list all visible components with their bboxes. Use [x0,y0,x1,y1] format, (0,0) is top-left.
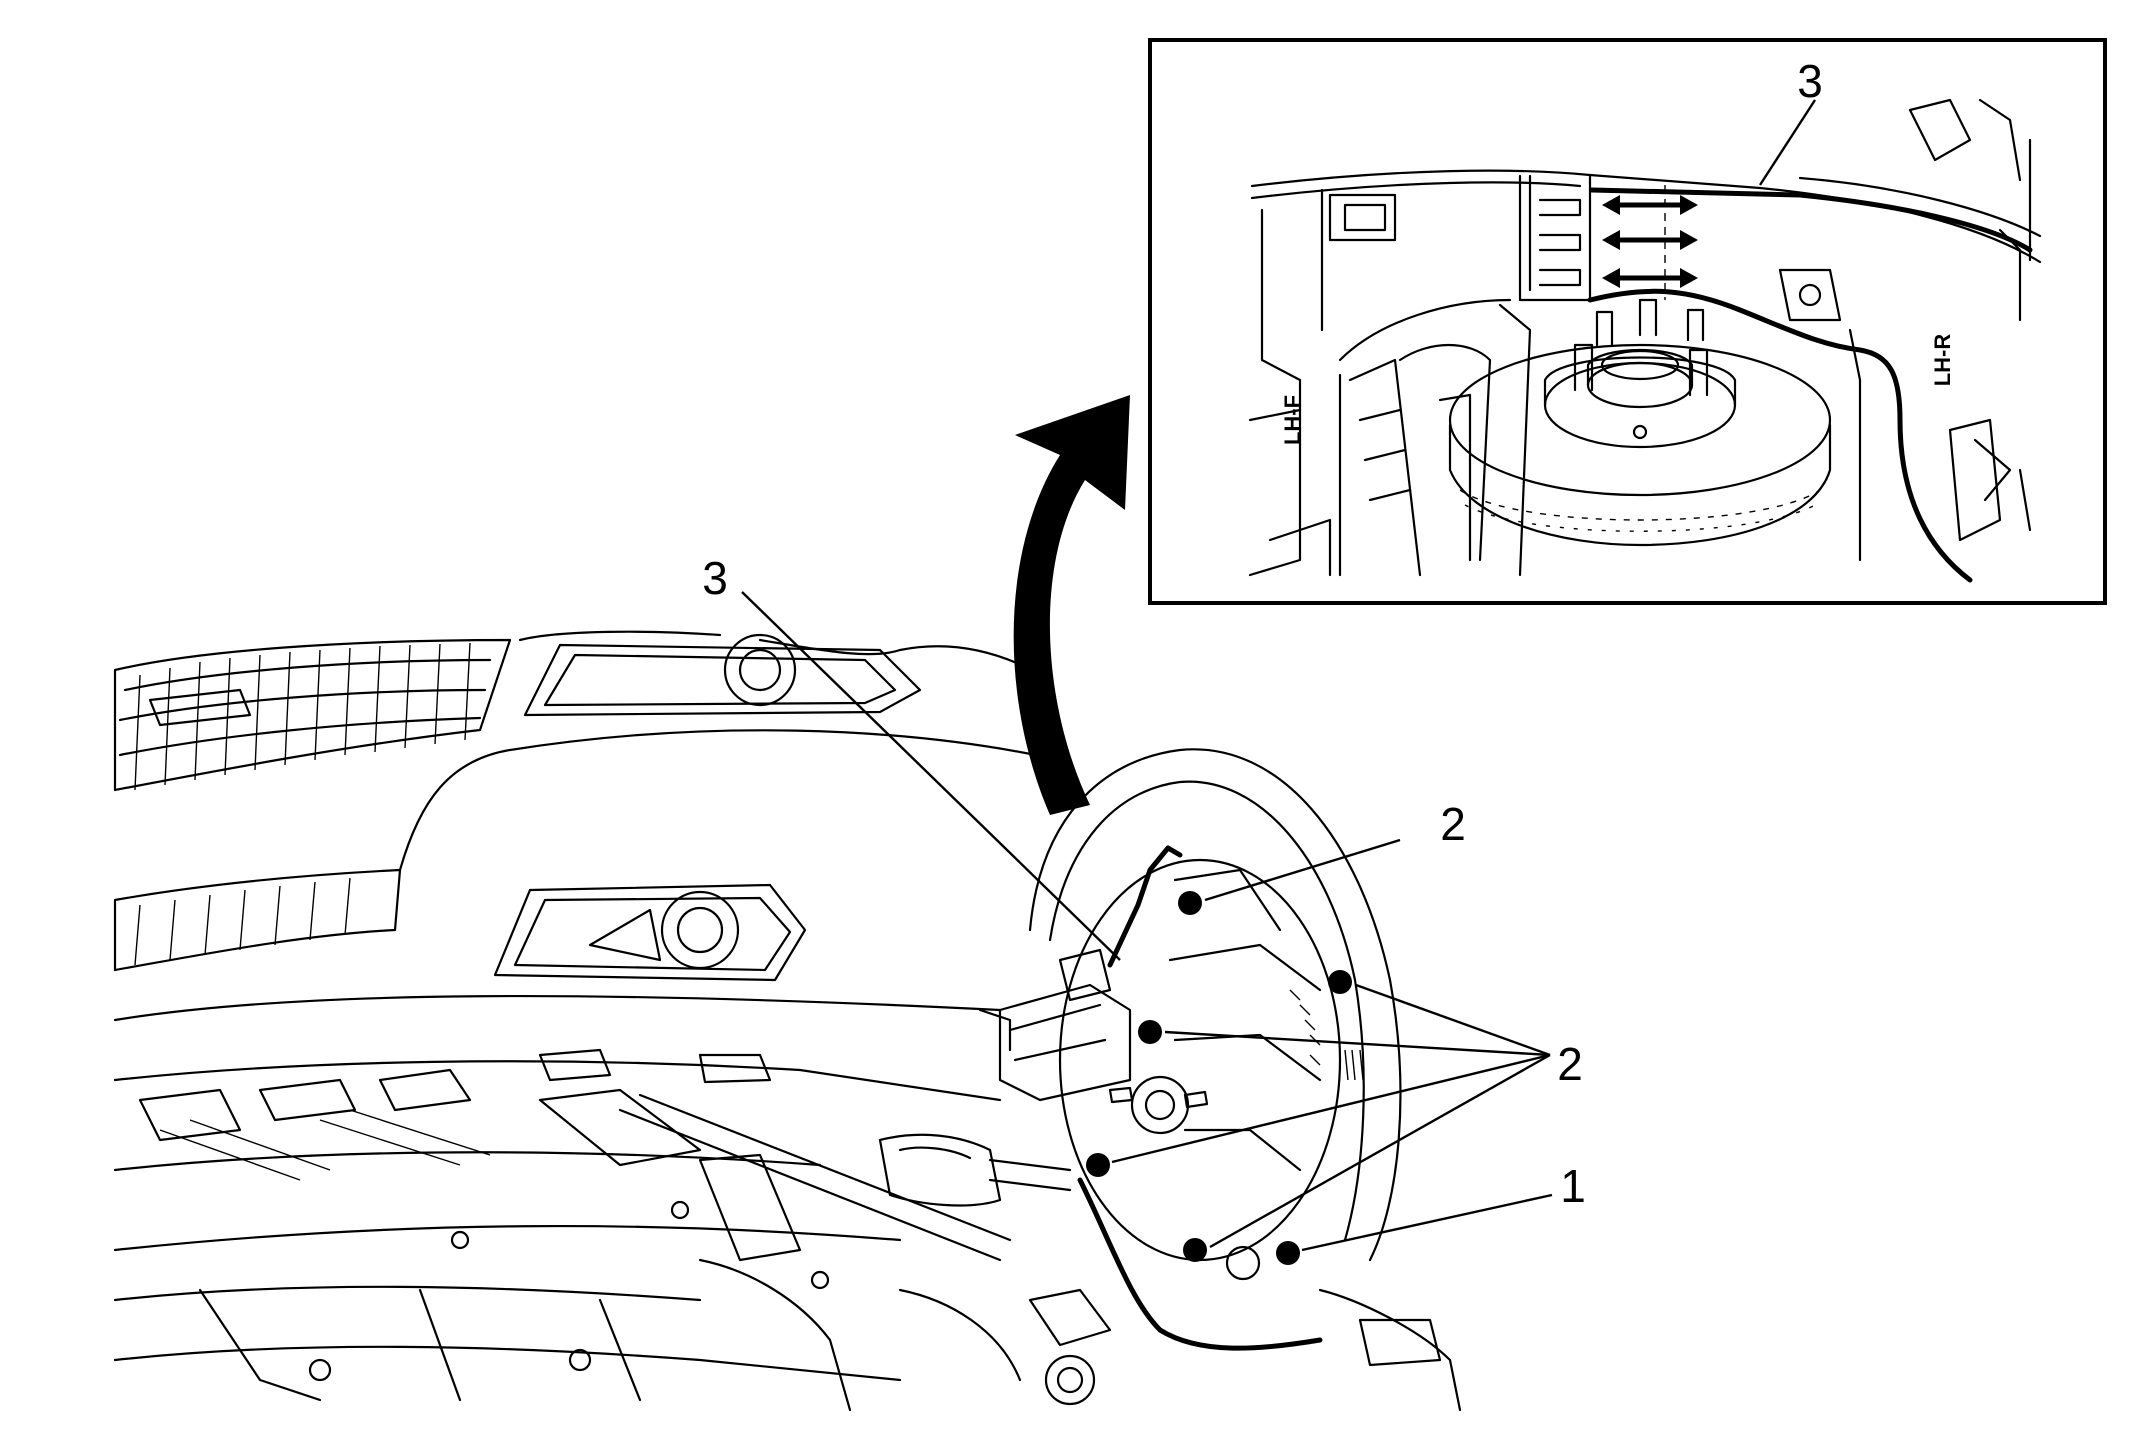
subframe [113,1008,1462,1412]
main-callout-3: 3 [702,552,728,604]
callout-2-upper: 2 [1440,798,1466,850]
bolt [1183,1238,1207,1262]
bolt [1086,1153,1110,1177]
inset-frame [1148,38,2107,605]
callout-1: 1 [1560,1160,1586,1212]
bolt [1138,1020,1162,1044]
bolt [1328,970,1352,994]
brake-hose [1107,845,1183,968]
inset-label-left: LH-F [1280,395,1305,445]
callout-2-group: 2 [1557,1038,1583,1090]
brake-line-lower [1077,1177,1323,1351]
inset-callout-3: 3 [1797,55,1823,107]
inset-brake-rotor [1448,298,1832,547]
bolts [1086,891,1352,1262]
inset-label-right: LH-R [1930,334,1955,387]
grille [113,638,512,972]
detail-arrow [1013,395,1130,815]
bleeder-fitting [1276,1241,1300,1265]
front-underbody-view: 3 2 2 1 [113,552,1586,1412]
bolt [1178,891,1202,915]
fog-lamp [493,883,807,982]
wheel-assembly [1028,748,1402,1262]
detail-inset: 3 LH-F LH-R [1148,38,2107,605]
caliper [998,948,1209,1135]
adjust-arrows [1602,185,1698,300]
